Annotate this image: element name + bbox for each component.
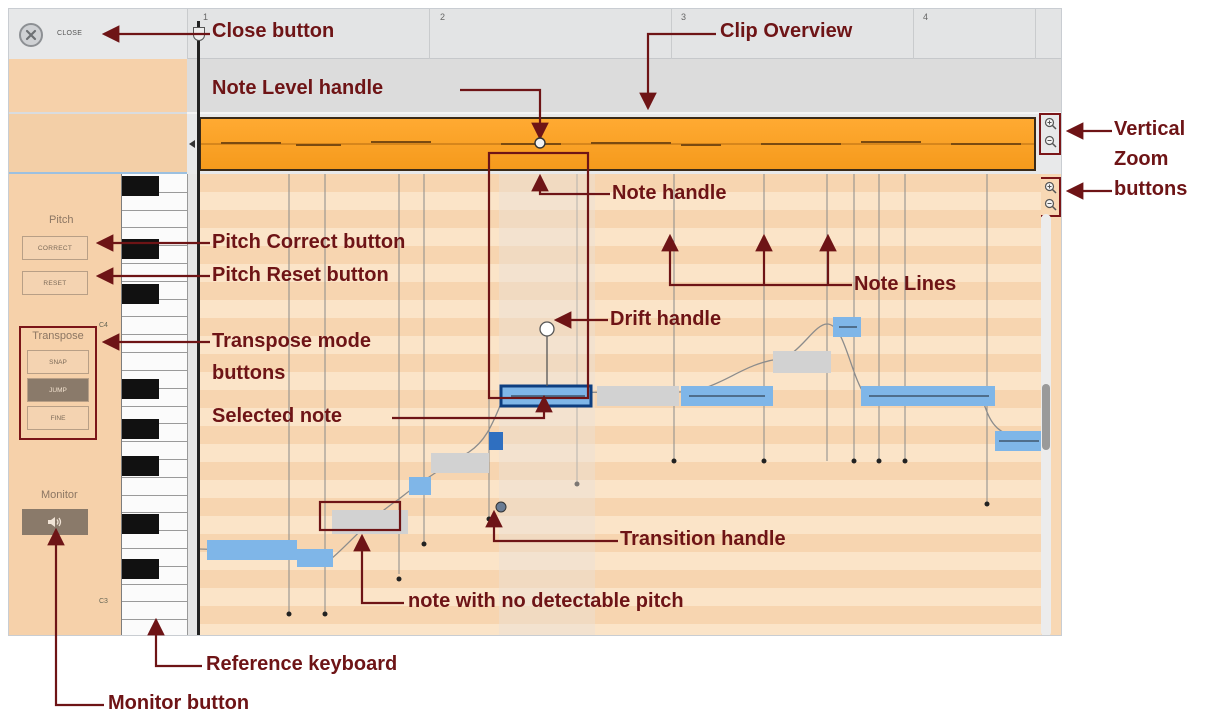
- c4-label: C4: [99, 322, 108, 329]
- white-key-divider: [122, 583, 188, 585]
- callout-zoom: Zoom: [1114, 148, 1169, 170]
- playhead-line[interactable]: [197, 21, 200, 635]
- callout-pitch-correct-button: Pitch Correct button: [212, 231, 406, 253]
- callout-note-level-handle: Note Level handle: [212, 77, 384, 99]
- callout-vertical: Vertical: [1114, 118, 1186, 140]
- callout-pitch-reset-button: Pitch Reset button: [212, 264, 389, 286]
- callout-drift-handle: Drift handle: [610, 308, 722, 330]
- white-key-divider: [122, 405, 188, 407]
- pitch-reset-button[interactable]: RESET: [22, 271, 88, 295]
- white-key-divider: [122, 263, 188, 265]
- white-key-divider: [122, 227, 188, 229]
- pitch-heading: Pitch: [49, 214, 74, 226]
- ruler-number: 4: [923, 12, 929, 22]
- close-button[interactable]: [19, 23, 43, 47]
- white-key-divider: [122, 512, 188, 514]
- white-key-divider: [122, 334, 188, 336]
- callout-transpose-buttons: buttons: [212, 362, 286, 384]
- transpose-jump-button[interactable]: JUMP: [27, 378, 89, 402]
- zoom-out-icon[interactable]: [1044, 198, 1057, 211]
- ruler-tick: [913, 9, 914, 59]
- transpose-heading: Transpose: [32, 330, 84, 342]
- callout-reference-keyboard: Reference keyboard: [206, 653, 398, 675]
- ruler-tick: [1035, 9, 1036, 59]
- reference-keyboard[interactable]: [121, 174, 188, 635]
- black-key[interactable]: [122, 176, 159, 196]
- white-key-divider: [122, 476, 188, 478]
- transpose-snap-button[interactable]: SNAP: [27, 350, 89, 374]
- black-key[interactable]: [122, 456, 159, 476]
- white-key-divider: [122, 601, 188, 603]
- white-key-divider: [122, 280, 188, 282]
- callout-selected-note: Selected note: [212, 405, 343, 427]
- pitch-correct-button[interactable]: CORRECT: [22, 236, 88, 260]
- callout-clip-overview: Clip Overview: [720, 20, 853, 42]
- callout-zoom-buttons: buttons: [1114, 178, 1188, 200]
- monitor-heading: Monitor: [41, 489, 78, 501]
- zoom-out-icon[interactable]: [1044, 135, 1057, 148]
- lane-divider: [187, 112, 1061, 115]
- ruler-number: 1: [203, 12, 209, 22]
- white-key-divider: [122, 369, 188, 371]
- ruler-number: 3: [681, 12, 687, 22]
- callout-no-pitch-note: note with no detectable pitch: [408, 590, 684, 612]
- close-label: CLOSE: [57, 30, 83, 37]
- close-icon: [25, 29, 37, 41]
- transpose-fine-button[interactable]: FINE: [27, 406, 89, 430]
- transpose-mode-group: Transpose SNAP JUMP FINE: [19, 326, 97, 440]
- black-key[interactable]: [122, 284, 159, 304]
- callout-note-lines: Note Lines: [854, 273, 957, 295]
- white-key-divider: [122, 494, 188, 496]
- zoom-in-icon[interactable]: [1044, 117, 1057, 130]
- white-key-divider: [122, 352, 188, 354]
- vertical-zoom-group: [1039, 113, 1061, 155]
- scrollbar-thumb[interactable]: [1042, 384, 1050, 450]
- pitch-editor-window: CLOSE Pitch CORRECT RESET Transpose SNAP…: [8, 8, 1062, 636]
- black-key[interactable]: [122, 514, 159, 534]
- callout-note-handle: Note handle: [612, 182, 727, 204]
- white-key-divider: [122, 547, 188, 549]
- note-grid[interactable]: [199, 174, 1061, 635]
- zoom-in-icon[interactable]: [1044, 181, 1057, 194]
- black-key[interactable]: [122, 379, 159, 399]
- callout-close-button: Close button: [212, 20, 335, 42]
- white-key-divider: [122, 209, 188, 211]
- clip-waveform: [201, 141, 1034, 146]
- lane-strip: [187, 59, 1061, 112]
- white-key-divider: [122, 316, 188, 318]
- ruler-tick: [429, 9, 430, 59]
- drift-handle[interactable]: [539, 321, 555, 337]
- clip-marker-arrow: [189, 140, 195, 148]
- callout-transition-handle: Transition handle: [620, 528, 786, 550]
- speaker-icon: [48, 517, 62, 527]
- clip-overview[interactable]: [199, 117, 1036, 171]
- timeline-ruler[interactable]: 1 2 3 4: [187, 9, 1061, 59]
- white-key-divider: [122, 441, 188, 443]
- black-key[interactable]: [122, 559, 159, 579]
- left-clip-spacer: [9, 112, 187, 174]
- callout-monitor-button: Monitor button: [108, 692, 250, 714]
- black-key[interactable]: [122, 419, 159, 439]
- keyboard-edge: [187, 174, 199, 635]
- callout-transpose-mode: Transpose mode: [212, 330, 371, 352]
- ruler-number: 2: [440, 12, 446, 22]
- c3-label: C3: [99, 598, 108, 605]
